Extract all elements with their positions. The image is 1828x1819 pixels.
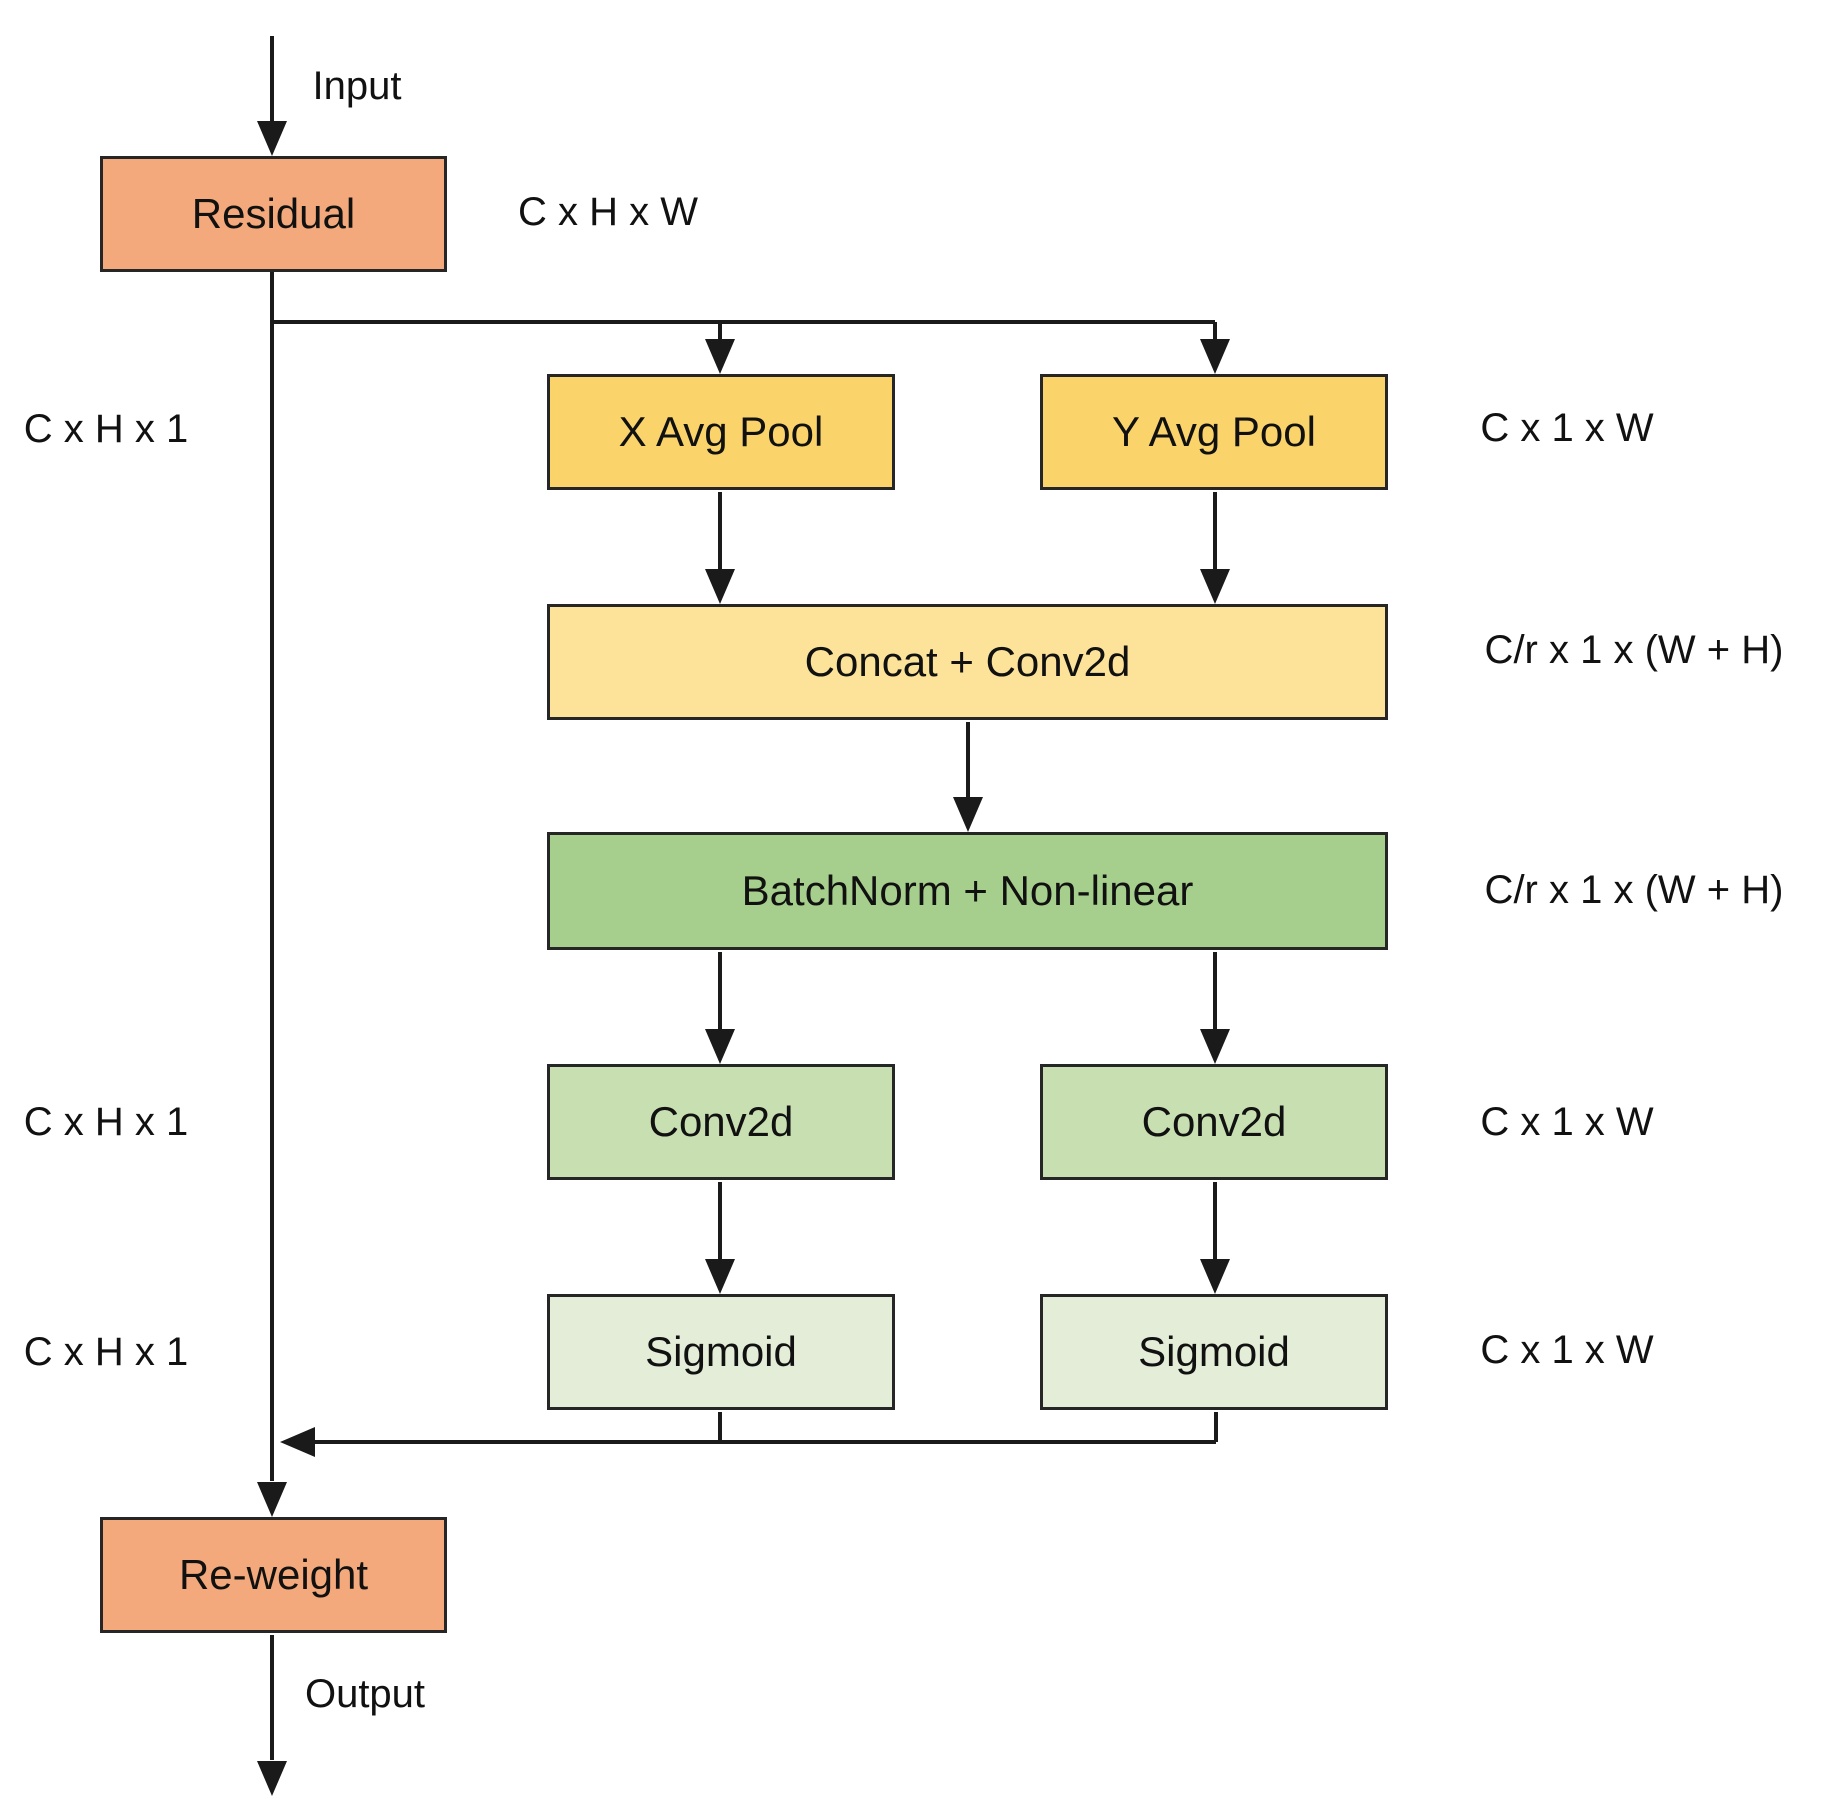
node-y-avg-pool: Y Avg Pool — [1040, 374, 1388, 490]
node-residual: Residual — [100, 156, 447, 272]
reweight-arrowhead — [257, 1482, 287, 1517]
dim-label-conv-left: C x H x 1 — [23, 1100, 189, 1144]
node-batchnorm-nonlinear-label: BatchNorm + Non-linear — [741, 867, 1194, 914]
ypool-arrowhead — [1200, 339, 1230, 374]
sigmoidleft-arrowhead — [705, 1259, 735, 1294]
node-sigmoid-right: Sigmoid — [1040, 1294, 1388, 1410]
convright-arrowhead — [1200, 1029, 1230, 1064]
node-x-avg-pool-label: X Avg Pool — [618, 408, 824, 455]
node-conv2d-right: Conv2d — [1040, 1064, 1388, 1180]
dim-label-residual-out: C x H x W — [518, 190, 698, 234]
merge-left-arrowhead — [280, 1427, 315, 1457]
node-residual-label: Residual — [191, 190, 356, 237]
batchnorm-arrowhead — [953, 797, 983, 832]
node-conv2d-left-label: Conv2d — [648, 1098, 794, 1145]
dim-label-pool-left: C x H x 1 — [23, 407, 189, 451]
output-flow-label: Output — [304, 1672, 426, 1716]
dim-label-pool-right: C x 1 x W — [1480, 406, 1654, 450]
convleft-arrowhead — [705, 1029, 735, 1064]
node-y-avg-pool-label: Y Avg Pool — [1112, 408, 1316, 455]
node-re-weight: Re-weight — [100, 1517, 447, 1633]
node-sigmoid-left: Sigmoid — [547, 1294, 895, 1410]
node-x-avg-pool: X Avg Pool — [547, 374, 895, 490]
node-concat-conv2d: Concat + Conv2d — [547, 604, 1388, 720]
node-conv2d-right-label: Conv2d — [1141, 1098, 1287, 1145]
node-sigmoid-left-label: Sigmoid — [645, 1328, 797, 1375]
node-batchnorm-nonlinear: BatchNorm + Non-linear — [547, 832, 1388, 950]
node-conv2d-left: Conv2d — [547, 1064, 895, 1180]
dim-label-sigmoid-left: C x H x 1 — [23, 1330, 189, 1374]
dim-label-sigmoid-right: C x 1 x W — [1480, 1328, 1654, 1372]
node-concat-conv2d-label: Concat + Conv2d — [804, 638, 1131, 685]
node-re-weight-label: Re-weight — [178, 1551, 369, 1598]
output-arrowhead — [257, 1761, 287, 1796]
input-flow-label: Input — [312, 64, 402, 108]
node-sigmoid-right-label: Sigmoid — [1138, 1328, 1290, 1375]
input-arrowhead — [257, 121, 287, 156]
concat-left-arrowhead — [705, 569, 735, 604]
sigmoidright-arrowhead — [1200, 1259, 1230, 1294]
dim-label-conv-right: C x 1 x W — [1480, 1100, 1654, 1144]
xpool-arrowhead — [705, 339, 735, 374]
concat-right-arrowhead — [1200, 569, 1230, 604]
dim-label-concat-out: C/r x 1 x (W + H) — [1484, 628, 1784, 672]
dim-label-batchnorm-out: C/r x 1 x (W + H) — [1484, 868, 1784, 912]
